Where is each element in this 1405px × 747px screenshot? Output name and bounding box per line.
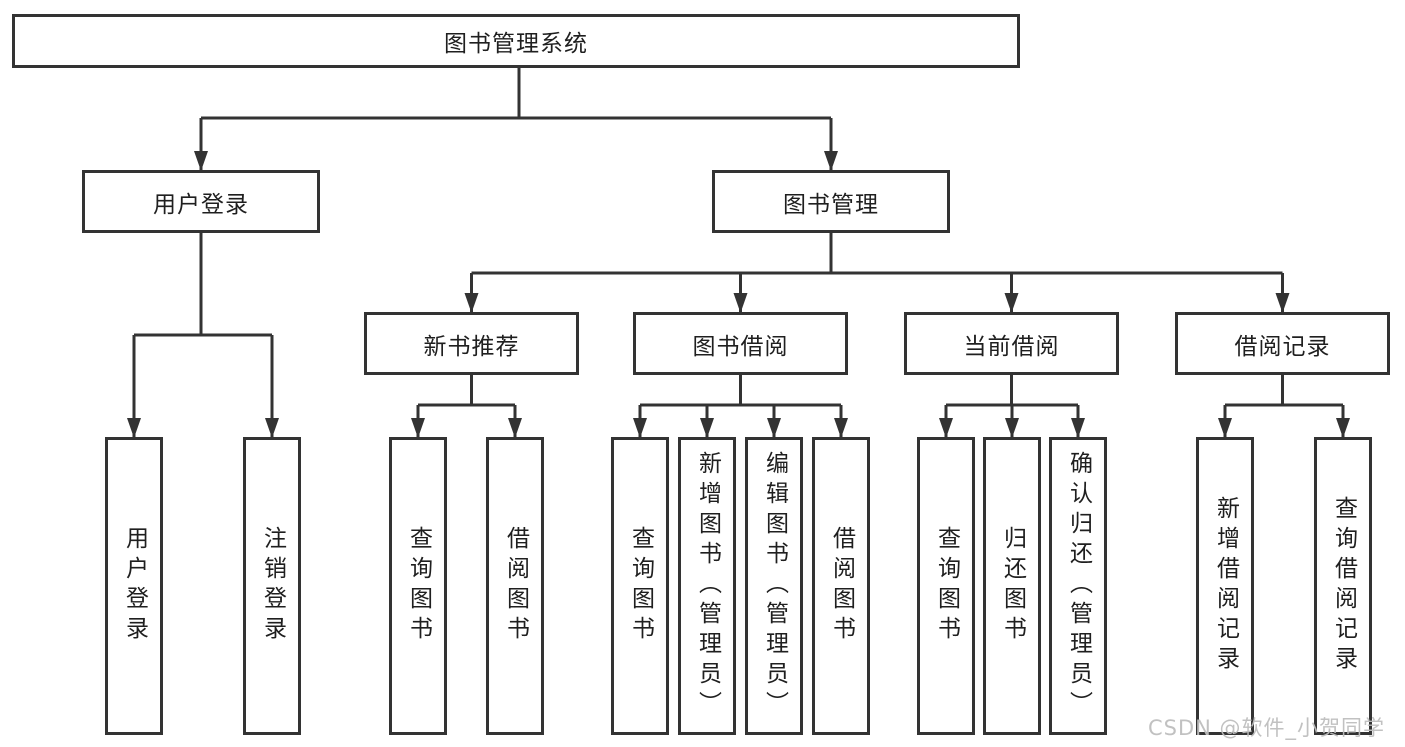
node-borrowing-records: 借阅记录	[1175, 312, 1390, 375]
connector-arrows	[127, 118, 1350, 438]
node-label: 图书管理系统	[444, 31, 588, 57]
node-label: 图书管理	[783, 191, 879, 218]
connector-skeleton	[134, 66, 1343, 407]
node-label: 当前借阅	[963, 333, 1060, 360]
node-label: 查询图书	[933, 526, 960, 646]
node-label: 新增图书（管理员）	[694, 451, 721, 721]
node-user-login: 用户登录	[82, 170, 320, 233]
leaf-query-books-recommend: 查询图书	[389, 437, 447, 735]
node-label: 借阅图书	[502, 526, 529, 646]
leaf-query-books-current: 查询图书	[917, 437, 975, 735]
node-label: 用户登录	[121, 526, 148, 646]
node-current-borrowing: 当前借阅	[904, 312, 1119, 375]
node-label: 编辑图书（管理员）	[761, 451, 788, 721]
leaf-return-books: 归还图书	[983, 437, 1041, 735]
node-book-management: 图书管理	[712, 170, 950, 233]
leaf-confirm-return-admin: 确认归还（管理员）	[1049, 437, 1107, 735]
node-label: 查询借阅记录	[1330, 496, 1357, 676]
node-label: 新书推荐	[423, 333, 520, 360]
node-label: 注销登录	[259, 526, 286, 646]
node-root-system: 图书管理系统	[12, 14, 1020, 68]
node-label: 查询图书	[627, 526, 654, 646]
leaf-logout: 注销登录	[243, 437, 301, 735]
leaf-query-books-borrow: 查询图书	[611, 437, 669, 735]
node-label: 借阅记录	[1234, 333, 1331, 360]
leaf-add-books-admin: 新增图书（管理员）	[678, 437, 736, 735]
node-book-borrowing: 图书借阅	[633, 312, 848, 375]
node-label: 图书借阅	[692, 333, 789, 360]
leaf-user-login: 用户登录	[105, 437, 163, 735]
csdn-watermark: CSDN @软件_小贺同学	[1148, 716, 1386, 740]
leaf-query-borrow-record: 查询借阅记录	[1314, 437, 1372, 735]
node-label: 确认归还（管理员）	[1065, 451, 1092, 721]
leaf-borrow-books: 借阅图书	[812, 437, 870, 735]
leaf-borrow-books-recommend: 借阅图书	[486, 437, 544, 735]
node-label: 归还图书	[999, 526, 1026, 646]
node-label: 借阅图书	[828, 526, 855, 646]
leaf-add-borrow-record: 新增借阅记录	[1196, 437, 1254, 735]
node-new-book-recommendation: 新书推荐	[364, 312, 579, 375]
node-label: 查询图书	[405, 526, 432, 646]
node-label: 用户登录	[153, 191, 249, 218]
node-label: 新增借阅记录	[1212, 496, 1239, 676]
leaf-edit-books-admin: 编辑图书（管理员）	[745, 437, 803, 735]
